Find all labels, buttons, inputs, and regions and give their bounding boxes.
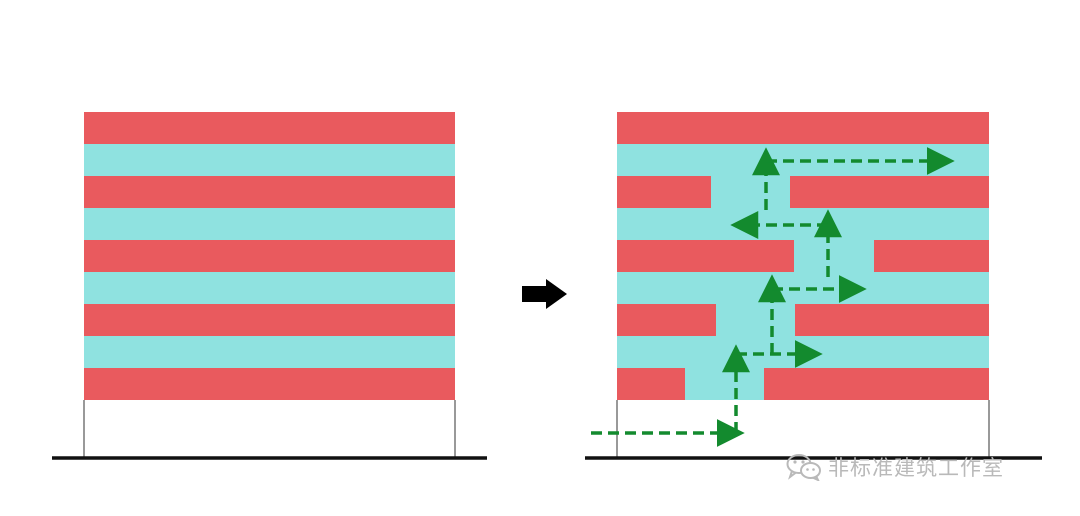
floor-slab bbox=[764, 368, 989, 400]
watermark: 非标准建筑工作室 bbox=[786, 452, 1004, 482]
floor-slab bbox=[84, 304, 455, 336]
staggered-building-section bbox=[585, 112, 1042, 460]
floor-slab bbox=[84, 368, 455, 400]
floor-slab bbox=[617, 304, 716, 336]
floor-slab bbox=[795, 304, 989, 336]
floor-slab bbox=[617, 240, 794, 272]
circulation-path bbox=[591, 147, 955, 447]
floor-slab bbox=[617, 176, 711, 208]
stacked-building-section bbox=[52, 112, 487, 460]
floor-slab bbox=[84, 112, 455, 144]
right-arrow-icon bbox=[522, 279, 567, 309]
floor-slab bbox=[617, 112, 989, 144]
floor-slab bbox=[617, 368, 685, 400]
floor-slab bbox=[874, 240, 989, 272]
floor-slab bbox=[84, 176, 455, 208]
wechat-icon bbox=[786, 454, 821, 481]
floor-slab bbox=[790, 176, 989, 208]
floor-slab bbox=[84, 240, 455, 272]
watermark-text: 非标准建筑工作室 bbox=[828, 456, 1004, 480]
